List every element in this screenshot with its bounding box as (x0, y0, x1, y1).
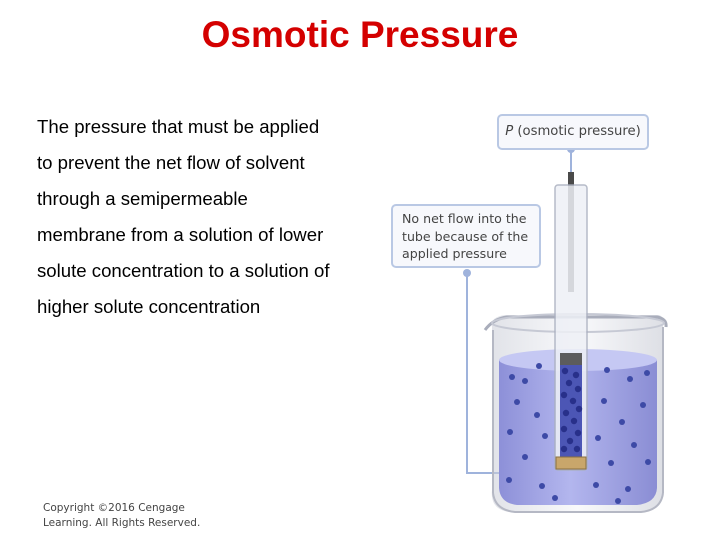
tube-particles (560, 367, 583, 453)
osmotic-pressure-diagram: P (osmotic pressure) No net flow into th… (385, 105, 685, 520)
beaker-illustration (463, 145, 668, 513)
pressure-symbol: P (505, 124, 514, 139)
definition-line: to prevent the net flow of solvent (37, 152, 305, 173)
tube-solution (560, 357, 582, 465)
definition-line: membrane from a solution of lower (37, 224, 324, 245)
semipermeable-membrane (555, 456, 587, 470)
flow-connector-dot (463, 269, 471, 277)
definition-line: solute concentration to a solution of (37, 260, 330, 281)
beaker-particles (506, 363, 651, 504)
piston (560, 353, 582, 365)
flow-label-line: applied pressure (402, 246, 507, 261)
flow-label-line: No net flow into the (402, 211, 527, 226)
definition-text: The pressure that must be applied to pre… (37, 109, 377, 325)
definition-line: higher solute concentration (37, 296, 261, 317)
pressure-label-text: (osmotic pressure) (513, 124, 641, 139)
definition-line: through a semipermeable (37, 188, 248, 209)
copyright-line: Learning. All Rights Reserved. (43, 517, 201, 529)
flow-label-line: tube because of the (402, 228, 529, 244)
osmotic-pressure-label: P (osmotic pressure) (497, 114, 649, 150)
copyright-line: Copyright ©2016 Cengage (43, 502, 185, 514)
definition-line: The pressure that must be applied (37, 116, 320, 137)
copyright-notice: Copyright ©2016 Cengage Learning. All Ri… (43, 501, 200, 531)
slide-title: Osmotic Pressure (201, 14, 519, 55)
net-flow-label: No net flow into the tube because of the… (391, 204, 541, 268)
